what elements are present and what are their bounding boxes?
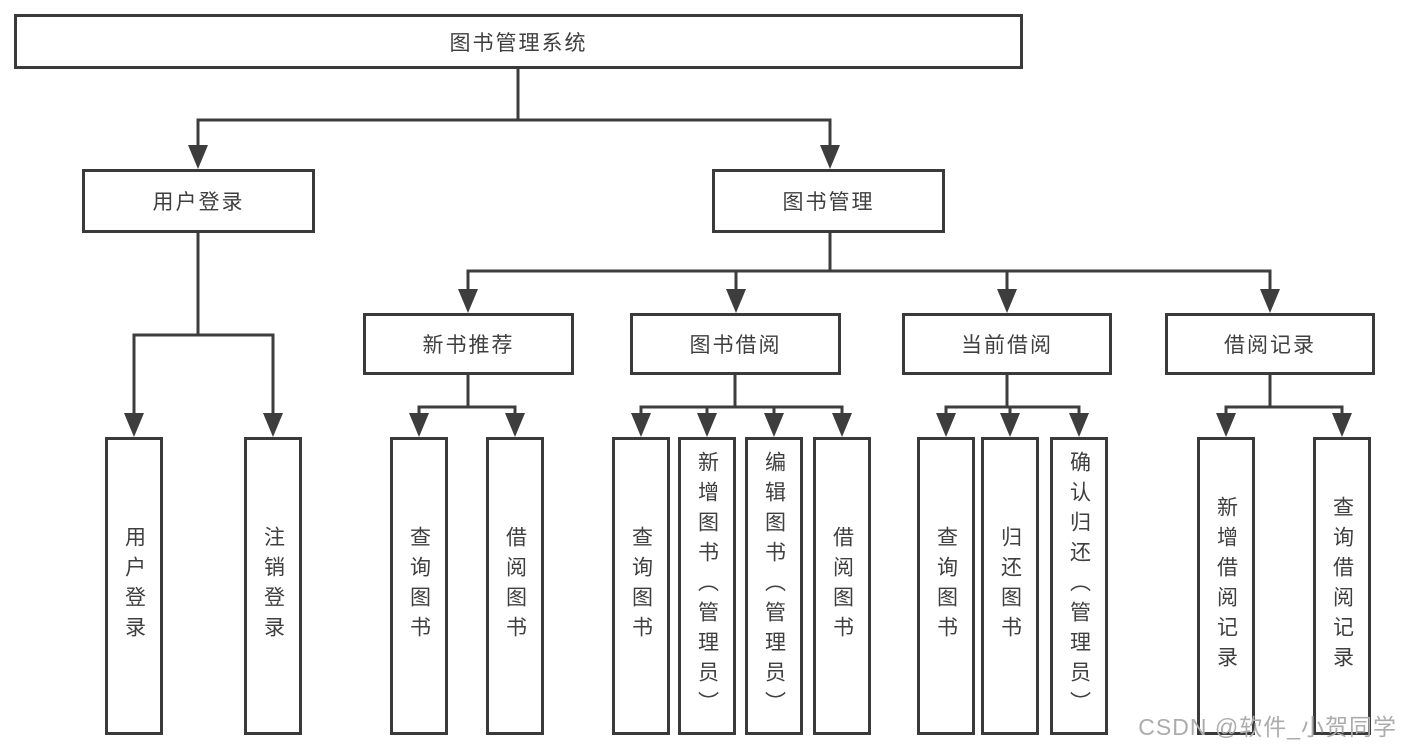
leaf-br-query-record: 查询借阅记录	[1313, 437, 1371, 735]
node-borrow-records: 借阅记录	[1165, 313, 1375, 375]
leaf-cb-query-books: 查询图书	[917, 437, 975, 735]
arrow-down-icon	[409, 413, 429, 437]
arrow-down-icon	[832, 413, 852, 437]
arrow-down-icon	[1260, 289, 1280, 313]
arrow-down-icon	[505, 413, 525, 437]
leaf-cb-confirm-return-admin: 确认归还（管理员）	[1050, 437, 1108, 735]
leaf-bb-query-books: 查询图书	[612, 437, 670, 735]
arrow-down-icon	[764, 413, 784, 437]
arrow-down-icon	[631, 413, 651, 437]
arrow-down-icon	[263, 413, 283, 437]
leaf-br-add-record: 新增借阅记录	[1197, 437, 1255, 735]
leaf-bb-add-books-admin: 新增图书（管理员）	[678, 437, 736, 735]
arrowheads	[124, 145, 1352, 437]
node-new-book-recommend: 新书推荐	[363, 313, 574, 375]
arrow-down-icon	[997, 289, 1017, 313]
arrow-down-icon	[124, 413, 144, 437]
watermark: CSDN @软件_小贺同学	[1138, 714, 1397, 740]
arrow-down-icon	[1000, 413, 1020, 437]
node-current-borrow: 当前借阅	[902, 313, 1112, 375]
node-user-login: 用户登录	[82, 169, 315, 233]
arrow-down-icon	[936, 413, 956, 437]
node-library-system: 图书管理系统	[14, 14, 1023, 69]
arrow-down-icon	[1332, 413, 1352, 437]
leaf-rec-query-books: 查询图书	[390, 437, 448, 735]
arrow-down-icon	[1216, 413, 1236, 437]
leaf-logout-login: 注销登录	[244, 437, 302, 735]
leaf-bb-borrow-books: 借阅图书	[813, 437, 871, 735]
arrow-down-icon	[697, 413, 717, 437]
arrow-down-icon	[458, 289, 478, 313]
leaf-bb-edit-books-admin: 编辑图书（管理员）	[745, 437, 803, 735]
arrow-down-icon	[726, 289, 746, 313]
arrow-down-icon	[188, 145, 208, 169]
arrow-down-icon	[1069, 413, 1089, 437]
leaf-rec-borrow-books: 借阅图书	[486, 437, 544, 735]
node-book-management: 图书管理	[712, 169, 945, 233]
node-book-borrow: 图书借阅	[630, 313, 841, 375]
arrow-down-icon	[820, 145, 840, 169]
leaf-cb-return-books: 归还图书	[981, 437, 1039, 735]
leaf-user-login: 用户登录	[105, 437, 163, 735]
